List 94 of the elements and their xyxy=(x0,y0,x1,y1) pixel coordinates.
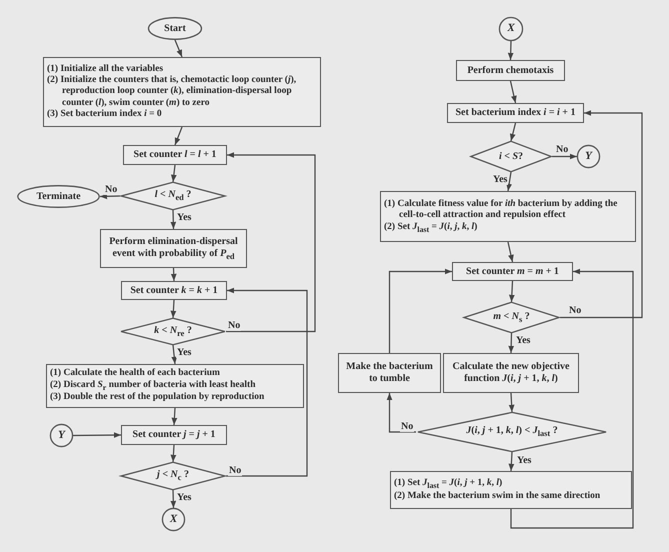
condition-text: l < N$_{ed}$ ? xyxy=(154,189,192,203)
node-text: Set counter k = k + 1 xyxy=(130,284,218,296)
process-box xyxy=(123,145,227,165)
arrow xyxy=(388,268,452,353)
arrow xyxy=(171,344,178,364)
edge-label: Yes xyxy=(515,335,532,346)
arrow xyxy=(508,392,514,412)
process-box xyxy=(121,425,227,445)
arrow xyxy=(560,110,643,318)
step-text: (1) Initialize all the variables xyxy=(47,64,164,75)
edge-label: No xyxy=(228,465,242,476)
edge-label: No xyxy=(568,305,582,316)
arrow xyxy=(508,452,514,472)
node-text: Terminate xyxy=(36,190,81,202)
arrow xyxy=(170,268,177,282)
step-text: (2) Discard S$_{r}$ number of bacteria with least health xyxy=(50,380,256,392)
edge-label: Yes xyxy=(176,347,192,358)
node-text: Set bacterium index i = i + 1 xyxy=(455,107,576,119)
arrow xyxy=(386,393,416,433)
step-text: (3) Double the rest of the population by reproduction xyxy=(50,392,266,404)
terminal-oval xyxy=(148,17,202,40)
step-text: (2) Make the bacterium swim in the same direction xyxy=(394,490,602,502)
arrow xyxy=(170,490,176,508)
node-text: Set counter m = m + 1 xyxy=(466,266,559,278)
process-box xyxy=(456,60,565,81)
edge-label: Yes xyxy=(516,455,532,466)
connector-circle xyxy=(499,17,523,41)
arrow xyxy=(174,126,183,146)
step-text: (1) Set J$_{last}$ = J(i, j + 1, k, l) xyxy=(394,478,504,490)
condition-text: m < N$_{s}$ ? xyxy=(493,310,530,324)
condition-text: J(i, j + 1, k, l) < J$_{last}$ ? xyxy=(466,425,558,439)
node-text: Perform elimination-dispersal event with probability of P$_{ed}$ xyxy=(108,236,239,262)
process-box xyxy=(121,281,227,300)
node-text: Perform chemotaxis xyxy=(467,64,554,76)
condition-text: k < N$_{re}$ ? xyxy=(154,324,192,338)
connector-circle xyxy=(577,145,600,168)
arrow xyxy=(510,80,517,104)
process-box xyxy=(43,57,321,127)
edge-label: No xyxy=(555,144,570,155)
arrow xyxy=(170,210,176,230)
arrow xyxy=(170,300,176,318)
node-text: Set counter j = j + 1 xyxy=(132,429,216,441)
decision-diamond xyxy=(470,141,552,172)
process-box xyxy=(380,191,636,242)
connector-letter: Y xyxy=(58,428,65,442)
node-text: Make the bacterium to tumble xyxy=(345,361,434,385)
arrow xyxy=(506,172,512,192)
arrow xyxy=(73,432,121,438)
arrow xyxy=(507,242,514,262)
arrow xyxy=(100,193,120,200)
process-box xyxy=(390,471,632,509)
connector-letter: Y xyxy=(585,150,592,164)
edge-label: No xyxy=(400,421,414,432)
arrow xyxy=(510,268,634,529)
step-text: (2) Set J$_{last}$ = J(i, j, k, l) xyxy=(384,222,478,234)
node-text: Set counter l = l + 1 xyxy=(134,149,216,161)
arrow xyxy=(510,122,516,142)
decision-diamond xyxy=(120,462,226,490)
arrow xyxy=(170,164,177,182)
condition-text: i < S? xyxy=(498,150,524,162)
terminal-oval xyxy=(17,185,100,208)
process-box xyxy=(46,364,304,408)
node-text: Start xyxy=(164,22,186,34)
decision-diamond xyxy=(463,302,560,333)
edge-label: No xyxy=(104,184,118,195)
decision-diamond xyxy=(416,412,608,452)
process-box xyxy=(443,353,579,393)
arrow xyxy=(508,40,514,60)
arrow xyxy=(508,280,515,302)
step-text: (3) Set bacterium index i = 0 xyxy=(47,109,163,120)
step-text: (1) Calculate the health of each bacterium xyxy=(50,368,221,380)
arrow xyxy=(508,332,514,354)
edge-label: Yes xyxy=(176,492,192,503)
edge-label: No xyxy=(227,320,242,331)
node-text: Calculate the new objective function J(i, j + 1, k, l) xyxy=(452,361,570,385)
condition-text: j < N$_{c}$ ? xyxy=(157,469,189,483)
process-box xyxy=(100,229,247,268)
arrow xyxy=(172,408,178,426)
connector-letter: X xyxy=(507,22,515,36)
edge-label: Yes xyxy=(176,212,192,223)
connector-circle xyxy=(162,508,185,531)
connector-letter: X xyxy=(170,512,178,526)
connector-circle xyxy=(50,424,73,447)
process-box xyxy=(447,103,584,123)
arrow xyxy=(552,154,577,160)
edge-label: Yes xyxy=(492,174,508,185)
decision-diamond xyxy=(120,318,226,345)
process-box xyxy=(452,262,573,281)
arrow xyxy=(226,288,308,477)
decision-diamond xyxy=(120,182,226,210)
process-box xyxy=(338,353,441,393)
arrow xyxy=(226,152,316,332)
arrow xyxy=(174,40,183,58)
arrow xyxy=(170,444,176,462)
